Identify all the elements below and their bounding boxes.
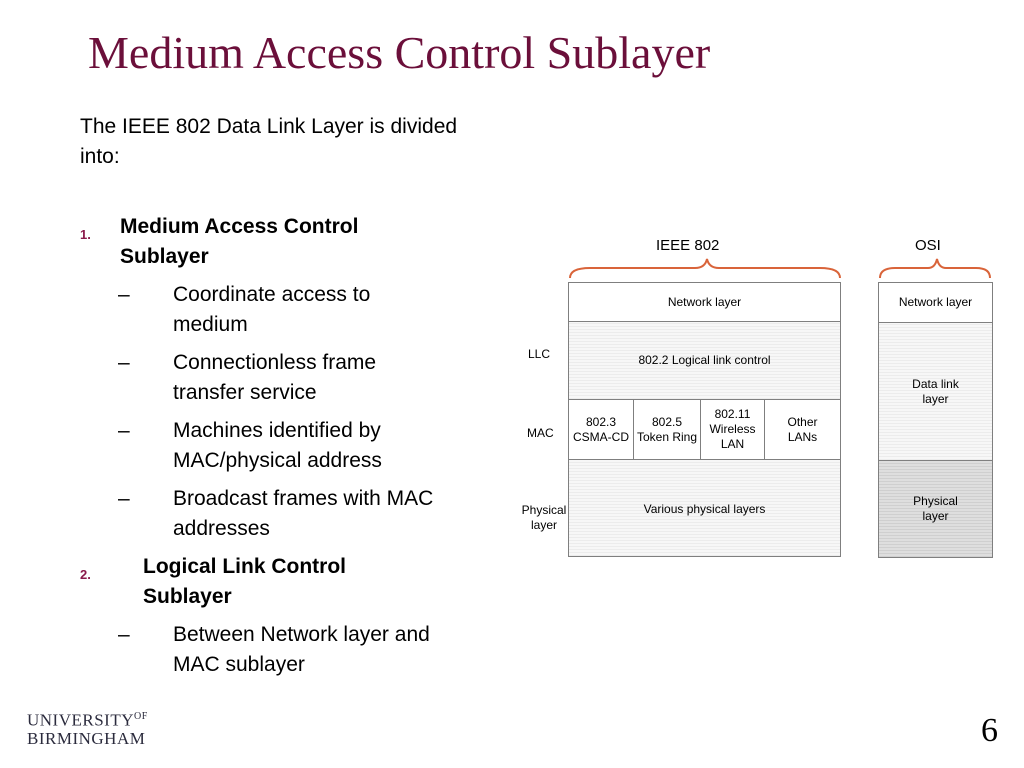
subitem-text: medium bbox=[173, 313, 248, 336]
subitem-text: MAC sublayer bbox=[173, 653, 305, 676]
ieee-network-layer: Network layer bbox=[568, 282, 841, 322]
dash-marker: – bbox=[118, 623, 130, 646]
subitem-text: Broadcast frames with MAC bbox=[173, 487, 434, 510]
brace-icons bbox=[569, 258, 991, 279]
ieee-header: IEEE 802 bbox=[656, 237, 720, 254]
osi-network-layer: Network layer bbox=[878, 282, 993, 323]
subitem-text: Connectionless frame bbox=[173, 351, 377, 374]
dash-marker: – bbox=[118, 487, 130, 510]
item-heading: Logical Link Control bbox=[143, 555, 346, 578]
item-heading: Sublayer bbox=[120, 245, 209, 268]
dash-marker: – bbox=[118, 351, 130, 374]
subitem-text: addresses bbox=[173, 517, 270, 540]
ieee-brace-icon bbox=[569, 258, 841, 279]
subitem-text: transfer service bbox=[173, 381, 317, 404]
item-heading: Medium Access Control bbox=[120, 215, 359, 238]
physical-label: Physical layer bbox=[521, 503, 567, 532]
ieee-physical-layer: Various physical layers bbox=[568, 459, 841, 557]
ieee-llc-layer: 802.2 Logical link control bbox=[568, 321, 841, 400]
layer-diagram: IEEE 802 OSI LLC MAC Physical layer Netw… bbox=[510, 230, 1010, 570]
item-number: 1. bbox=[80, 227, 91, 242]
item-number: 2. bbox=[80, 567, 91, 582]
slide-title: Medium Access Control Sublayer bbox=[88, 27, 711, 78]
dash-marker: – bbox=[118, 419, 130, 442]
osi-brace-icon bbox=[879, 258, 991, 279]
mac-label: MAC bbox=[527, 426, 554, 440]
osi-header: OSI bbox=[915, 237, 941, 254]
university-logo: UNIVERSITYOF BIRMINGHAM bbox=[27, 710, 148, 748]
subitem-text: Between Network layer and bbox=[173, 623, 430, 646]
item-heading: Sublayer bbox=[143, 585, 232, 608]
intro-text: The IEEE 802 Data Link Layer is divided … bbox=[80, 115, 458, 168]
llc-label: LLC bbox=[528, 347, 551, 361]
subitem-text: Coordinate access to bbox=[173, 283, 371, 306]
subitem-text: Machines identified by bbox=[173, 419, 381, 442]
subitem-text: MAC/physical address bbox=[173, 449, 382, 472]
page-number: 6 bbox=[981, 712, 998, 749]
dash-marker: – bbox=[118, 283, 130, 306]
